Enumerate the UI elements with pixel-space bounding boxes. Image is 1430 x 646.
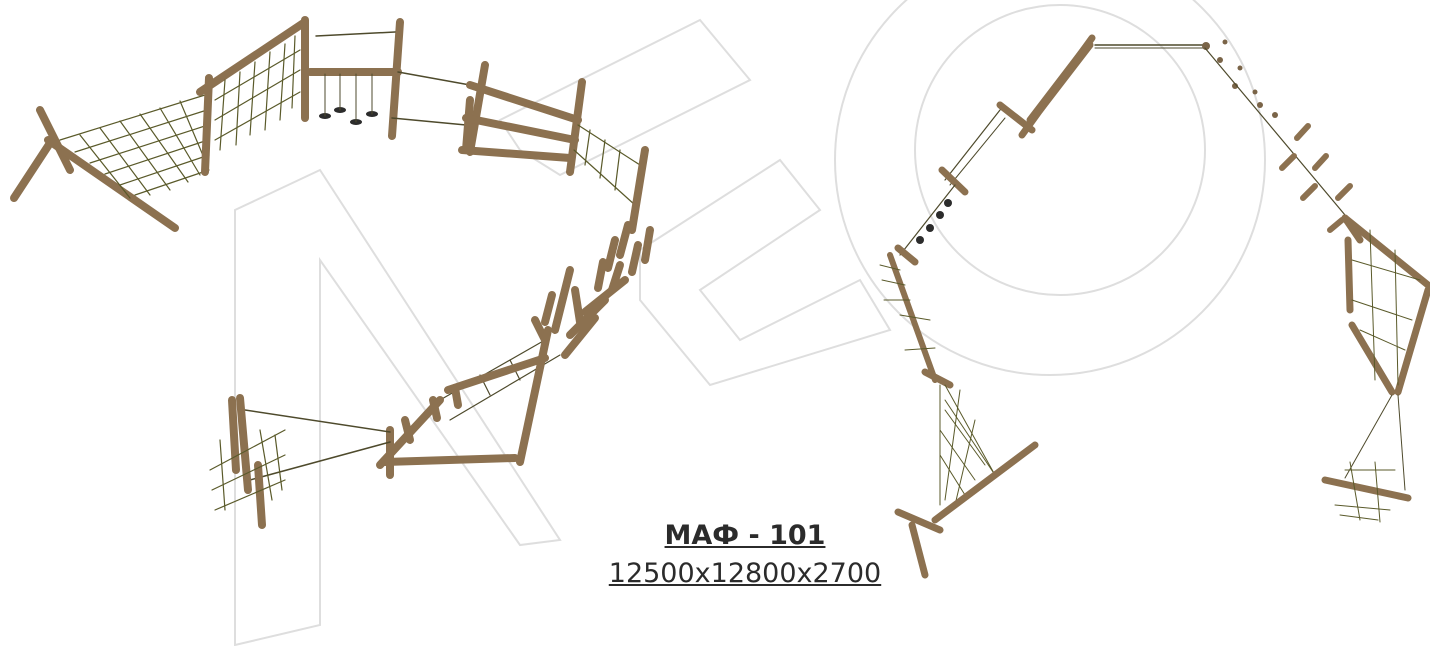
neo-logo-watermark — [234, 0, 1266, 646]
product-dimensions: 12500x12800x2700 — [608, 558, 882, 589]
rope-course-left-view — [10, 16, 654, 529]
rope-course-top-view — [879, 34, 1430, 579]
product-code: МАФ - 101 — [664, 520, 826, 551]
product-caption: МАФ - 101 12500x12800x2700 — [560, 518, 930, 594]
